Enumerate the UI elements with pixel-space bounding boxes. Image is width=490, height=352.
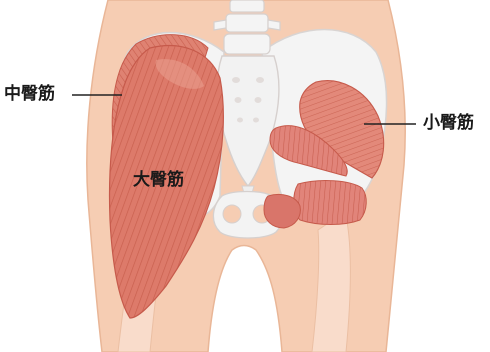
quadratus-femoris-muscle	[264, 194, 300, 228]
short-rotators-muscle	[294, 181, 367, 225]
label-gluteus-minimus: 小臀筋	[423, 115, 474, 132]
label-gluteus-medius: 中臀筋	[4, 86, 55, 103]
label-gluteus-maximus: 大臀筋	[133, 172, 184, 189]
obturator-foramen-left	[223, 205, 241, 223]
right-femur	[312, 212, 350, 352]
